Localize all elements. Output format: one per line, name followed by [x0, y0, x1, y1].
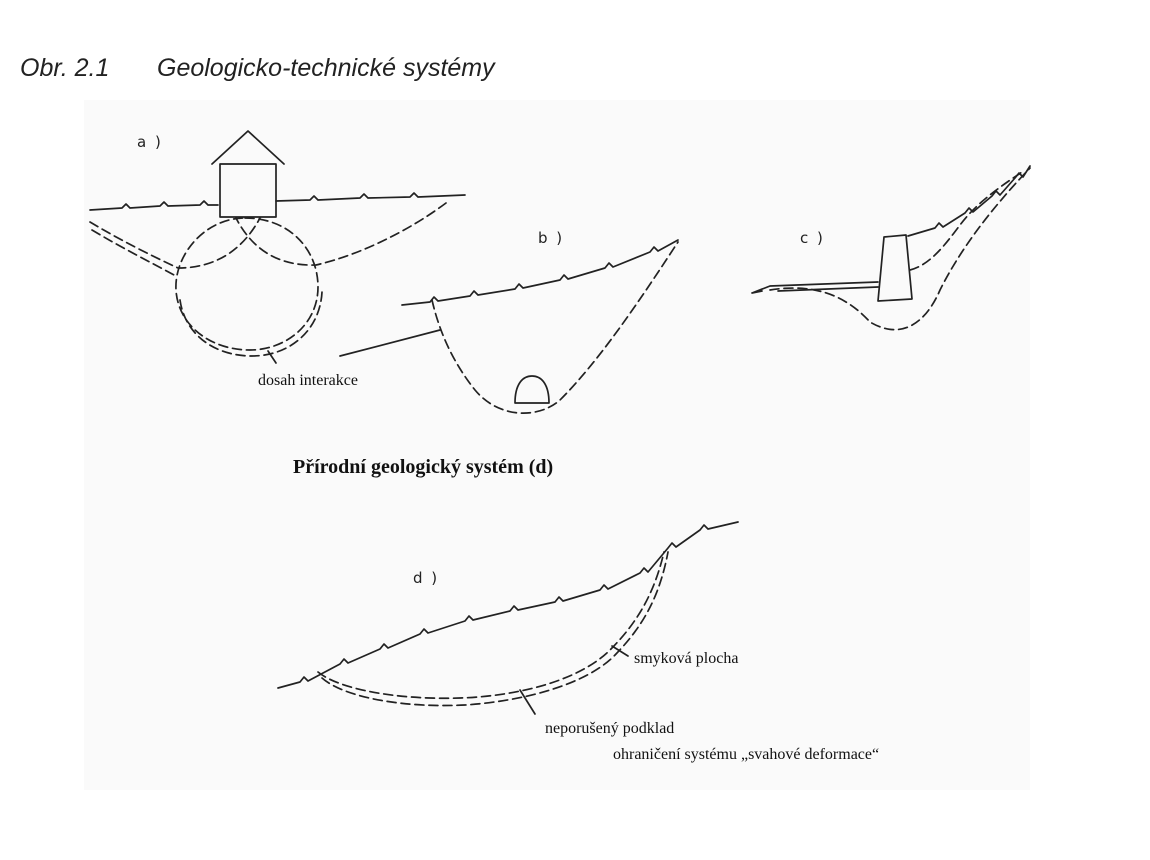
- slip-surface-d: [317, 551, 665, 700]
- section-heading: Přírodní geologický systém (d): [293, 456, 553, 478]
- ground-surface-c: [907, 165, 1031, 237]
- influence-zone-b: [431, 241, 679, 414]
- slip-zone-c-outer: [769, 167, 1031, 331]
- slip-zone-c-inner: [909, 171, 1023, 271]
- leader-line-a: [267, 350, 277, 364]
- house: [211, 130, 285, 218]
- interaction-circle-outer: [179, 291, 323, 357]
- panel-b: b ): [339, 229, 679, 414]
- base-slab: [751, 281, 879, 294]
- figure-title: Geologicko-technické systémy: [157, 54, 495, 82]
- leader-line-bedrock: [519, 689, 536, 715]
- retaining-wall: [877, 234, 913, 302]
- leader-line-b: [339, 329, 441, 357]
- ground-surface-a: [89, 192, 466, 211]
- slip-surface-d-inner: [321, 551, 669, 707]
- figure-area: [84, 100, 1030, 790]
- stress-zone-right: [235, 202, 447, 266]
- ground-surface-b: [401, 239, 679, 306]
- label-interaction-range: dosah interakce: [258, 372, 358, 389]
- ground-surface-d: [277, 521, 739, 689]
- stress-zone-left: [89, 217, 261, 269]
- label-slip-surface: smyková plocha: [634, 650, 738, 667]
- figure-caption: Obr. 2.1 Geologicko-technické systémy: [20, 54, 495, 83]
- panel-b-label: b ): [538, 229, 564, 247]
- panel-a-label: a ): [137, 133, 163, 151]
- panel-c: c ): [751, 165, 1031, 331]
- tunnel: [514, 375, 550, 404]
- figure-number: Obr. 2.1: [20, 54, 110, 82]
- panel-d: d ) smyková plocha neporušený podklad oh…: [277, 521, 879, 763]
- panel-d-label: d ): [413, 569, 439, 587]
- label-boundary: ohraničení systému „svahové deformace“: [613, 746, 879, 763]
- interaction-circle: [175, 217, 319, 351]
- label-bedrock: neporušený podklad: [545, 720, 674, 737]
- panel-a: a ) dosah interakce: [89, 130, 466, 389]
- leader-line-slip: [611, 645, 629, 657]
- panel-c-label: c ): [800, 229, 825, 247]
- outer-zone-left: [91, 229, 177, 277]
